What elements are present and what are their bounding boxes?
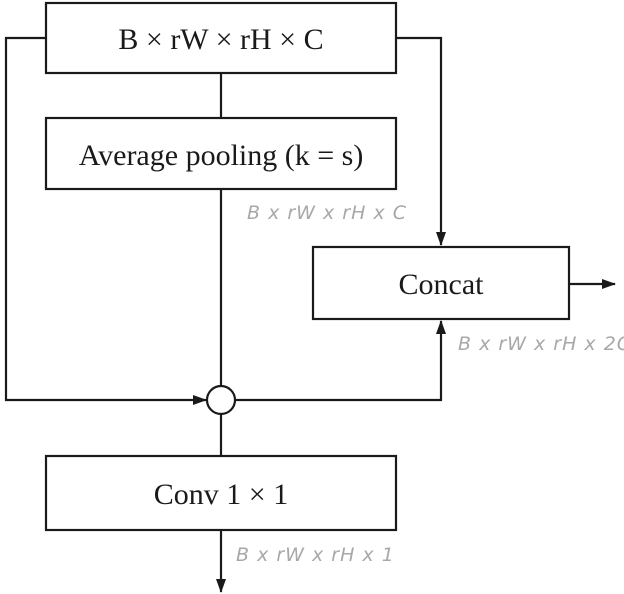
conv-block: Conv 1 × 1	[44, 454, 398, 532]
wire-input-to-concat	[396, 36, 446, 246]
avg-pool-block: Average pooling (k = s)	[44, 116, 398, 191]
concat-block: Concat	[311, 245, 571, 321]
conv-block-label: Conv 1 × 1	[154, 478, 288, 511]
wire-junction-to-concat	[236, 320, 446, 402]
input-block-label: B × rW × rH × C	[118, 23, 323, 56]
wire-skip-to-junction	[4, 36, 207, 405]
dim-label-after-pool: B x rW x rH x C	[247, 202, 407, 224]
dim-label-after-concat: B x rW x rH x 2C	[458, 333, 624, 355]
concat-block-label: Concat	[399, 268, 485, 301]
input-block: B × rW × rH × C	[44, 1, 398, 75]
dim-label-after-conv: B x rW x rH x 1	[236, 544, 395, 566]
avg-pool-block-label: Average pooling (k = s)	[79, 139, 364, 172]
connections	[4, 36, 616, 593]
junction-node	[205, 384, 237, 416]
